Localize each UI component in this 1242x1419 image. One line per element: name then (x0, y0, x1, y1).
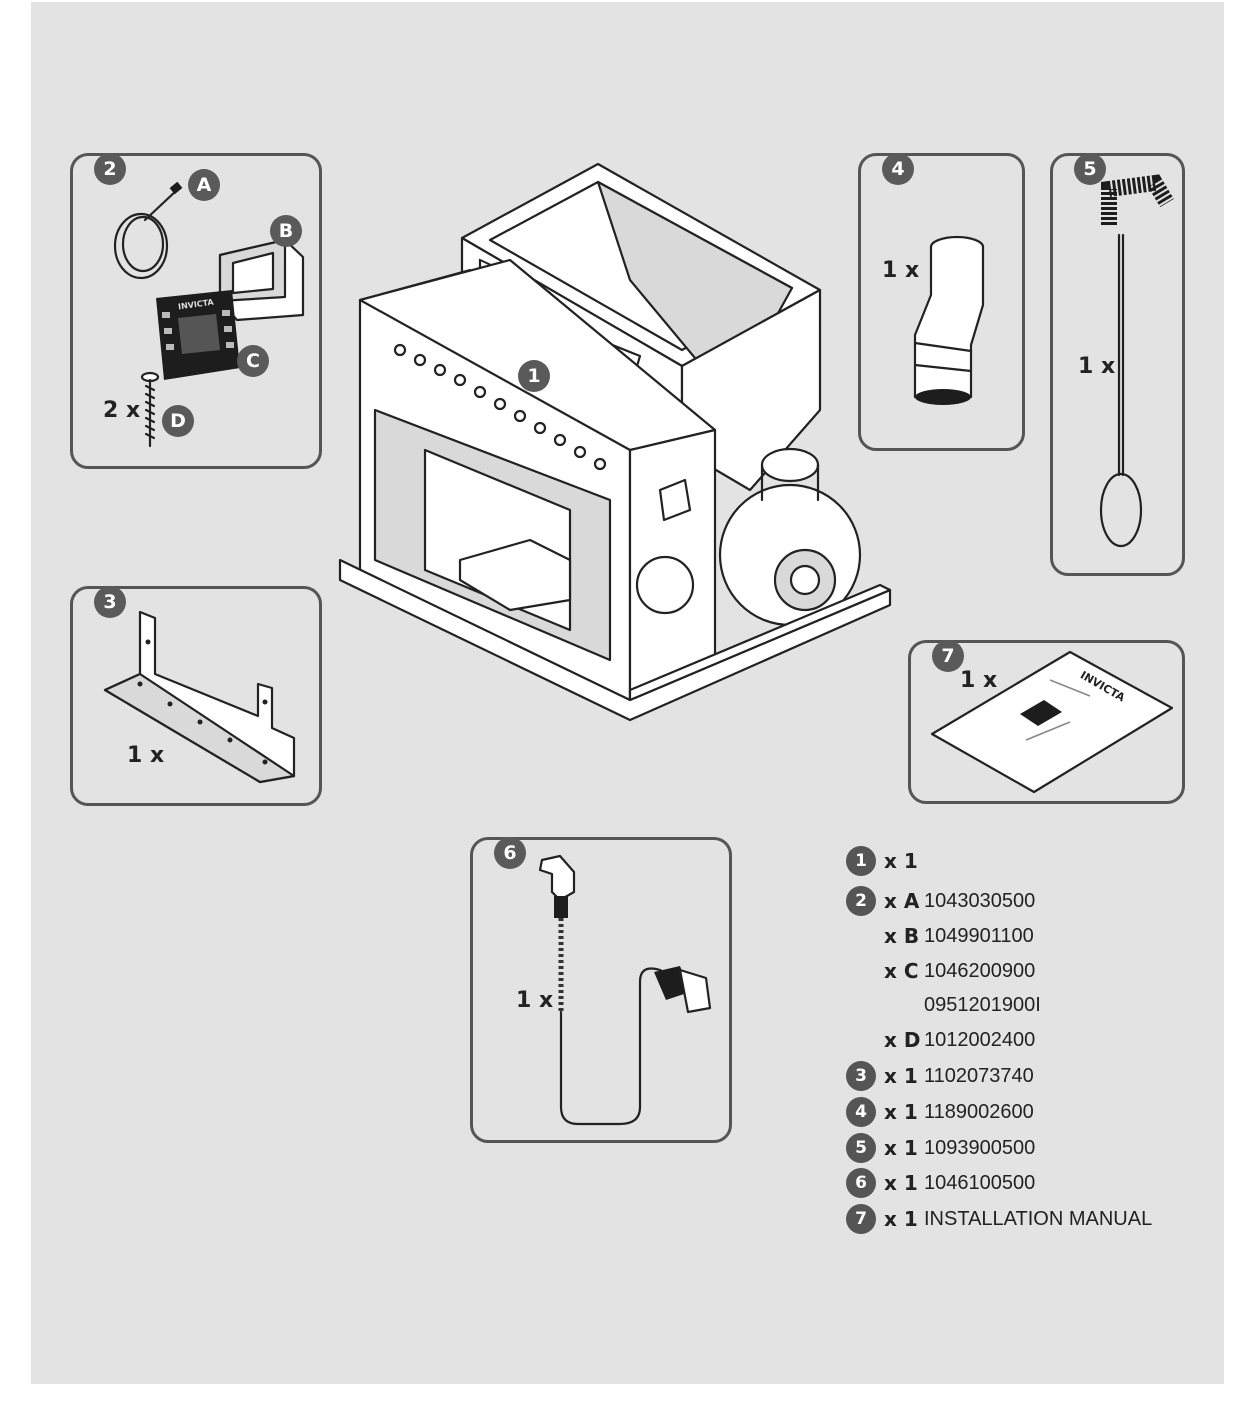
legend-row-4: 4 x 1 1189002600 (846, 1095, 1034, 1129)
control-display-illustration (156, 290, 240, 380)
legend-badge: 2 (846, 886, 876, 916)
legend-qty: x 1 (884, 849, 918, 873)
burner-unit-illustration (338, 162, 892, 722)
power-cable-quantity: 1 x (516, 988, 554, 1013)
legend-row-1: 1 x 1 (846, 844, 924, 878)
panel-3-badge: 3 (94, 586, 126, 618)
pipe-adapter-illustration (913, 235, 985, 405)
legend-code: 1102073740 (924, 1064, 1034, 1087)
legend-badge: 4 (846, 1097, 876, 1127)
legend-qty: x A (884, 889, 920, 913)
screw-illustration (140, 371, 160, 448)
legend-qty: x 1 (884, 1207, 918, 1231)
legend-row-2a: 2 x A 1043030500 (846, 884, 1035, 918)
brush-quantity: 1 x (1078, 354, 1116, 379)
legend-qty: x C (884, 959, 919, 983)
legend-row-5: 5 x 1 1093900500 (846, 1131, 1035, 1165)
legend-qty: x B (884, 924, 920, 948)
legend-row-2c: x C 1046200900 (846, 954, 1035, 988)
label-c-badge: C (237, 345, 269, 377)
legend-row-2d: x D 1012002400 (846, 1023, 1035, 1057)
legend-code: 1189002600 (924, 1100, 1034, 1123)
panel-4-badge: 4 (882, 153, 914, 185)
legend-code: 0951201900I (924, 993, 1041, 1016)
panel-5-badge: 5 (1074, 153, 1106, 185)
sensor-cable-illustration (113, 181, 183, 280)
legend-badge: 7 (846, 1204, 876, 1234)
installation-manual-illustration (930, 650, 1174, 794)
legend-row-7: 7 x 1 INSTALLATION MANUAL (846, 1202, 1152, 1236)
manual-quantity: 1 x (960, 668, 998, 693)
legend-code: 1046100500 (924, 1171, 1036, 1194)
legend-code: 1043030500 (924, 889, 1036, 912)
panel-2-badge: 2 (94, 153, 126, 185)
screw-quantity: 2 x (103, 398, 141, 423)
panel-brush (1050, 153, 1185, 576)
legend-code: 1046200900 (924, 959, 1036, 982)
legend-code: 1093900500 (924, 1136, 1036, 1159)
legend-qty: x 1 (884, 1136, 918, 1160)
panel-6-badge: 6 (494, 837, 526, 869)
label-d-badge: D (162, 405, 194, 437)
power-cable-illustration (538, 854, 712, 1126)
legend-badge: 5 (846, 1133, 876, 1163)
legend-row-6: 6 x 1 1046100500 (846, 1166, 1035, 1200)
legend-row-2b: x B 1049901100 (846, 919, 1034, 953)
label-b-badge: B (270, 215, 302, 247)
legend-qty: x 1 (884, 1100, 918, 1124)
legend-code: 1012002400 (924, 1028, 1036, 1051)
legend-badge: 6 (846, 1168, 876, 1198)
label-a-badge: A (188, 169, 220, 201)
legend-qty: x D (884, 1028, 921, 1052)
main-unit-badge: 1 (518, 360, 550, 392)
legend-badge: 3 (846, 1061, 876, 1091)
legend-row-3: 3 x 1 1102073740 (846, 1059, 1034, 1093)
legend-qty: x 1 (884, 1171, 918, 1195)
pipe-quantity: 1 x (882, 258, 920, 283)
cleaning-brush-illustration (1099, 174, 1174, 548)
legend-badge: 1 (846, 846, 876, 876)
legend-qty: x 1 (884, 1064, 918, 1088)
legend-code: 1049901100 (924, 924, 1034, 947)
bracket-quantity: 1 x (127, 743, 165, 768)
panel-7-badge: 7 (932, 640, 964, 672)
bracket-illustration (103, 610, 296, 784)
legend-row-2c-alt: 0951201900I (846, 988, 1041, 1022)
legend-code: INSTALLATION MANUAL (924, 1207, 1153, 1230)
